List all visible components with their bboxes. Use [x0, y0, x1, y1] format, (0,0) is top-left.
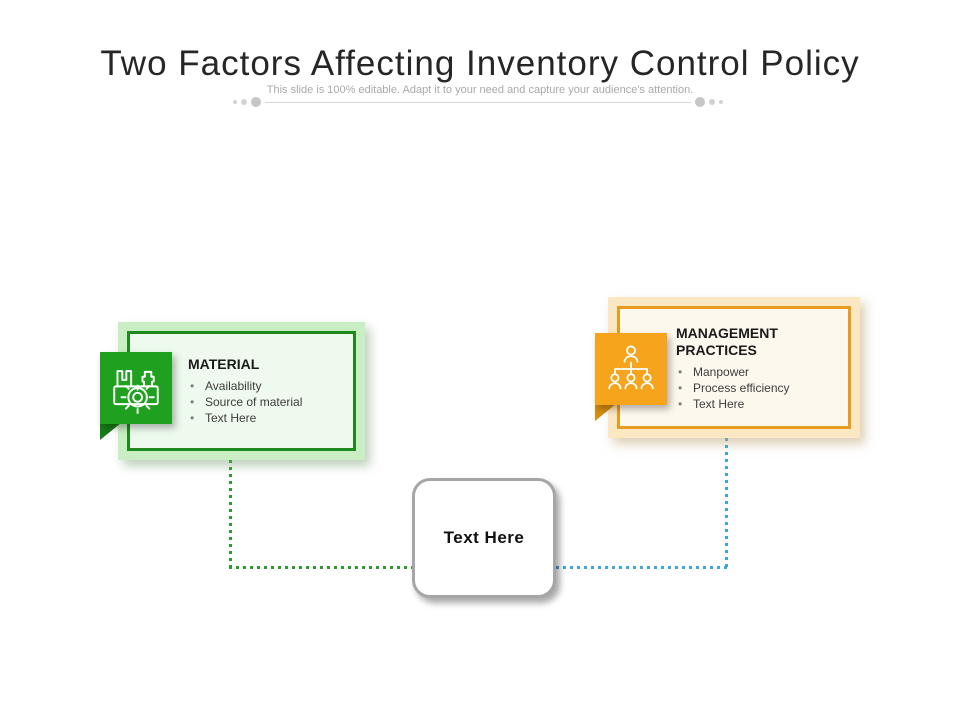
org-chart-icon	[608, 345, 654, 390]
divider-dot	[241, 99, 247, 105]
center-text-node: Text Here	[412, 478, 556, 598]
page-title: Two Factors Affecting Inventory Control …	[100, 44, 860, 83]
management-bullet-list: Manpower Process efficiency Text Here	[676, 364, 842, 412]
divider-dot	[695, 97, 705, 107]
center-text-label: Text Here	[443, 528, 525, 547]
divider-dot	[233, 100, 237, 104]
management-heading: MANAGEMENT PRACTICES	[676, 325, 778, 358]
bullet-item: Manpower	[676, 364, 842, 380]
bullet-item: Process efficiency	[676, 380, 842, 396]
divider-line	[265, 101, 691, 103]
connector-management-horizontal	[549, 566, 728, 569]
bullet-item: Availability	[188, 378, 345, 394]
subtitle: This slide is 100% editable. Adapt it to…	[266, 84, 694, 96]
divider-dot	[719, 100, 723, 104]
material-card: MATERIAL Availability Source of material…	[118, 322, 365, 460]
connector-management-vertical	[725, 438, 728, 568]
management-icon-badge	[595, 333, 667, 405]
bullet-item: Text Here	[676, 396, 842, 412]
bullet-item: Source of material	[188, 394, 345, 410]
bullet-item: Text Here	[188, 410, 345, 426]
divider-dot	[251, 97, 261, 107]
material-card-box: MATERIAL Availability Source of material…	[127, 331, 356, 451]
divider	[233, 96, 723, 108]
connector-material-vertical	[229, 460, 232, 568]
divider-dot	[709, 99, 715, 105]
material-heading: MATERIAL	[188, 356, 260, 372]
material-icon-badge	[100, 352, 172, 424]
material-bullet-list: Availability Source of material Text Her…	[188, 378, 345, 426]
factory-gear-icon	[113, 370, 159, 414]
connector-material-horizontal	[229, 566, 413, 569]
